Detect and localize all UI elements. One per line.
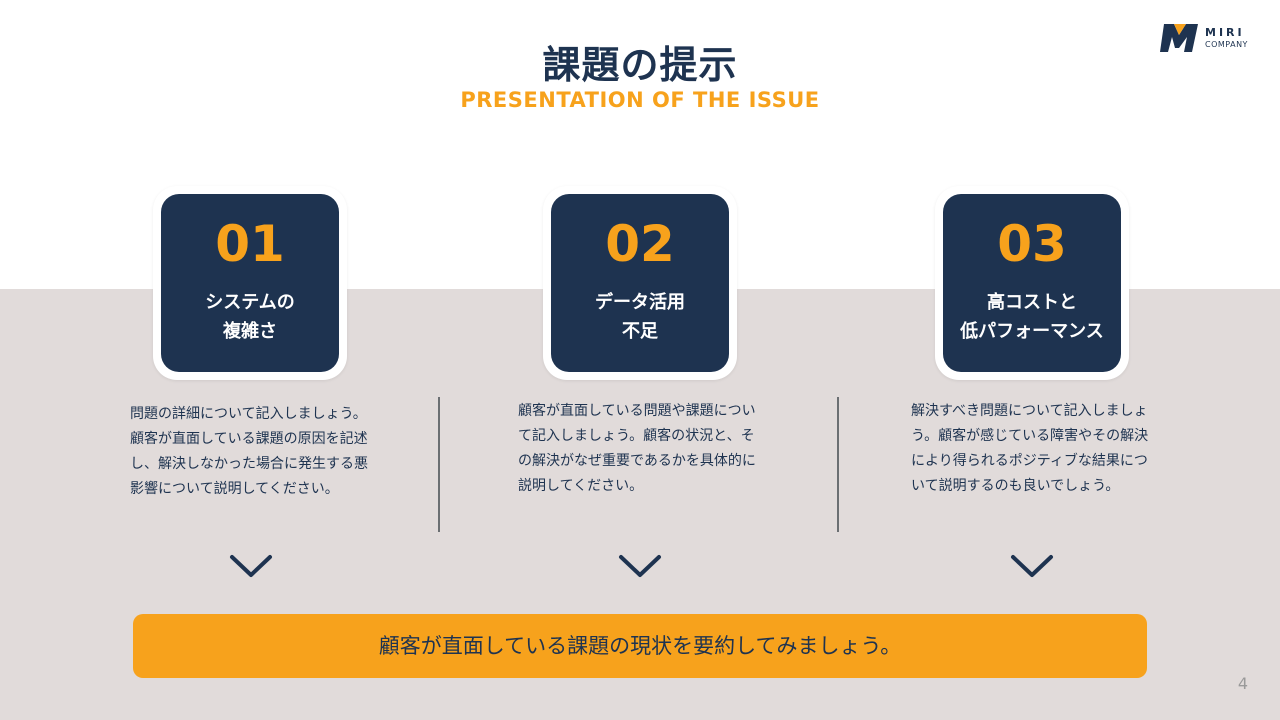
page-number: 4 <box>1237 674 1249 693</box>
issue-description-02: 顧客が直面している問題や課題について記入しましょう。顧客の状況と、その解決がなぜ… <box>518 403 756 494</box>
slide-title: 課題の提示 <box>542 43 738 87</box>
issue-card-01: 01 システムの 複雑さ <box>153 186 347 380</box>
company-logo: MIRI COMPANY <box>1160 20 1260 56</box>
issue-number: 01 <box>215 215 285 273</box>
summary-text: 顧客が直面している課題の現状を要約してみましょう。 <box>378 634 902 658</box>
summary-banner: 顧客が直面している課題の現状を要約してみましょう。 <box>133 614 1147 678</box>
logo-subtext: COMPANY <box>1205 40 1248 49</box>
slide-subtitle: PRESENTATION OF THE ISSUE <box>460 88 820 112</box>
chevron-down-icon <box>619 555 661 577</box>
issue-card-panel: 03 高コストと 低パフォーマンス <box>943 194 1121 372</box>
issue-label: システムの 複雑さ <box>205 292 295 342</box>
issue-label: データ活用 不足 <box>595 292 685 342</box>
column-divider <box>837 397 839 532</box>
issue-number: 02 <box>605 215 675 273</box>
issue-card-panel: 02 データ活用 不足 <box>551 194 729 372</box>
logo-name: MIRI <box>1205 26 1245 39</box>
logo-mark-icon <box>1160 24 1198 52</box>
issue-description-01: 問題の詳細について記入しましょう。顧客が直面している課題の原因を記述し、解決しな… <box>130 406 368 497</box>
chevron-down-icon <box>230 555 272 577</box>
issue-description-03: 解決すべき問題について記入しましょう。顧客が感じている障害やその解決により得られ… <box>911 403 1149 494</box>
issue-card-panel: 01 システムの 複雑さ <box>161 194 339 372</box>
chevron-down-icon <box>1011 555 1053 577</box>
column-divider <box>438 397 440 532</box>
issue-card-02: 02 データ活用 不足 <box>543 186 737 380</box>
issue-number: 03 <box>997 215 1067 273</box>
issue-card-03: 03 高コストと 低パフォーマンス <box>935 186 1129 380</box>
issue-label: 高コストと 低パフォーマンス <box>960 292 1104 342</box>
